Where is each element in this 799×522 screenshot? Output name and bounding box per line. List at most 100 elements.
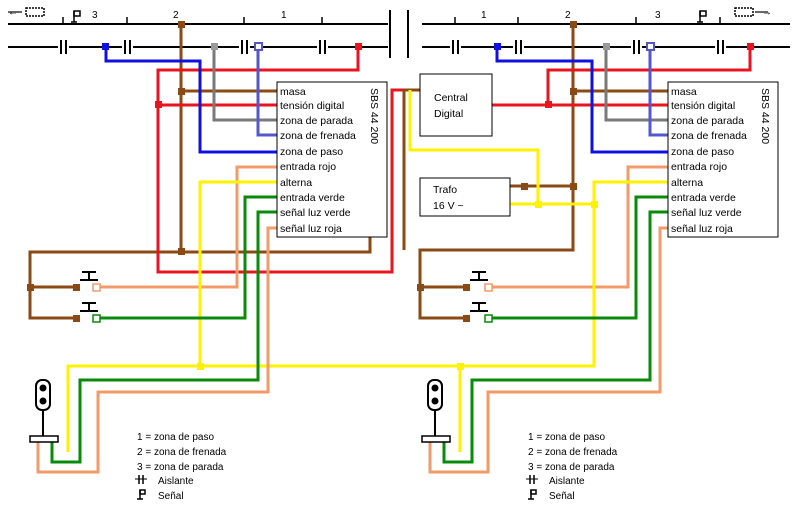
left-zone-label-1: 1: [281, 10, 287, 21]
left-terminal-list: masa tensión digital zona de parada zona…: [280, 86, 356, 235]
right-legend-4: Aislante: [549, 476, 585, 487]
left-signal-light-icon: [29, 379, 59, 443]
left-terminal-entrada-rojo: entrada rojo: [280, 161, 336, 173]
left-node-masa-low: [178, 248, 185, 255]
right-legend-1: 1 = zona de paso: [528, 432, 605, 443]
right-node-masa-trafo2: [570, 183, 577, 190]
left-wire-luz-roja: [36, 226, 277, 474]
left-arrow-label: ←: [8, 7, 18, 18]
right-wire-frenada: [648, 47, 668, 137]
right-terminal-masa: masa: [671, 86, 697, 98]
right-push-button-verde: [463, 302, 493, 323]
right-terminal-tension: tensión digital: [671, 100, 735, 112]
right-terminal-paso: zona de paso: [671, 146, 734, 158]
left-wire-luz-verde: [50, 210, 277, 464]
right-arrow-label: →: [762, 7, 772, 18]
right-terminal-frenada: zona de frenada: [671, 130, 747, 142]
left-legend-signal-icon: [137, 489, 146, 500]
central-label-2: Digital: [434, 108, 463, 120]
right-module-title: SBS 44 200: [759, 88, 771, 144]
left-push-button-rojo: [73, 271, 101, 292]
left-terminal-masa: masa: [280, 86, 306, 98]
right-wire-masa-down: [418, 91, 575, 320]
left-node-paso: [102, 43, 109, 50]
left-insulator-icon: [317, 40, 328, 54]
right-wire-entrada-verde: [488, 195, 668, 320]
left-wire-parada: [212, 47, 277, 122]
left-legend-2: 2 = zona de frenada: [137, 447, 227, 458]
left-node-masa-btn1: [27, 284, 34, 291]
left-wire-tension: [156, 47, 360, 107]
left-node-parada: [211, 43, 218, 50]
right-sbs-module: [667, 81, 779, 238]
left-track-signal-icon: [71, 10, 81, 23]
left-legend-4: Aislante: [158, 476, 194, 487]
left-legend-insulator-icon: [135, 475, 147, 484]
right-legend-signal-icon: [528, 489, 537, 500]
right-terminal-alterna: alterna: [671, 177, 703, 189]
left-wire-tension-down: [156, 88, 410, 274]
left-node-masa: [178, 21, 185, 28]
right-legend-insulator-icon: [526, 475, 538, 484]
right-track-signal-icon: [697, 10, 707, 23]
left-wire-masa-bus: [181, 237, 372, 254]
central-digital-box: [419, 73, 493, 137]
left-terminal-paso: zona de paso: [280, 146, 343, 158]
right-wire-alterna: [510, 180, 668, 206]
right-wire-alterna-loop: [408, 90, 540, 204]
right-wire-masa: [571, 24, 668, 93]
right-signal-light-icon: [421, 379, 451, 443]
right-node-masa-btn1: [417, 284, 424, 291]
left-terminal-entrada-verde: entrada verde: [280, 192, 345, 204]
left-wire-entrada-rojo: [97, 165, 277, 289]
trafo-label-1: Trafo: [433, 184, 457, 196]
right-zone-label-3: 3: [655, 10, 661, 21]
right-wire-paso: [495, 47, 668, 154]
left-push-button-verde: [73, 302, 101, 323]
right-legend-3: 3 = zona de parada: [528, 462, 615, 473]
right-terminal-luz-roja: señal luz roja: [671, 223, 733, 235]
right-wire-tension: [546, 47, 752, 107]
left-legend-3: 3 = zona de parada: [137, 462, 224, 473]
right-terminal-luz-verde: señal luz verde: [671, 207, 742, 219]
right-panel: → 1 2 3: [402, 7, 790, 502]
right-insulator-icon: [513, 40, 524, 54]
left-node-frenada: [254, 42, 263, 51]
right-legend-5: Señal: [549, 491, 575, 502]
right-insulator-icon: [631, 40, 642, 54]
left-terminal-parada: zona de parada: [280, 115, 353, 127]
right-node-alterna-bus: [591, 201, 598, 208]
left-wire-masa-down: [28, 91, 183, 320]
left-node-masa-mid: [178, 88, 185, 95]
left-terminal-luz-roja: señal luz roja: [280, 223, 342, 235]
left-wire-paso: [104, 47, 277, 154]
left-terminal-frenada: zona de frenada: [280, 130, 356, 142]
left-terminal-luz-verde: señal luz verde: [280, 207, 351, 219]
right-node-masa-trafo: [521, 183, 528, 190]
trafo-label-2: 16 V ~: [433, 200, 464, 212]
left-legend-1: 1 = zona de paso: [137, 432, 214, 443]
left-terminal-tension: tensión digital: [280, 100, 344, 112]
right-wire-luz-verde: [442, 210, 668, 464]
right-wire-parada: [604, 47, 668, 122]
right-wire-entrada-rojo: [488, 165, 668, 289]
right-push-button-rojo: [463, 271, 493, 292]
right-legend: 1 = zona de paso 2 = zona de frenada 3 =…: [526, 432, 618, 502]
right-insulator-icon: [715, 40, 726, 54]
left-zone-label-2: 2: [173, 10, 179, 21]
left-module-title: SBS 44 200: [368, 88, 380, 144]
left-wire-masa: [179, 24, 277, 93]
left-wire-entrada-verde: [97, 195, 277, 320]
right-train-icon: →: [734, 7, 772, 18]
right-insulator-icon: [450, 40, 461, 54]
left-insulator-icon: [239, 40, 250, 54]
right-terminal-entrada-rojo: entrada rojo: [671, 161, 727, 173]
right-node-tension: [747, 43, 754, 50]
right-node-tension-mid: [545, 101, 552, 108]
right-legend-2: 2 = zona de frenada: [528, 447, 618, 458]
right-zone-label-2: 2: [565, 10, 571, 21]
left-legend: 1 = zona de paso 2 = zona de frenada 3 =…: [135, 432, 227, 502]
right-zone-label-1: 1: [481, 10, 487, 21]
left-node-tension: [355, 43, 362, 50]
